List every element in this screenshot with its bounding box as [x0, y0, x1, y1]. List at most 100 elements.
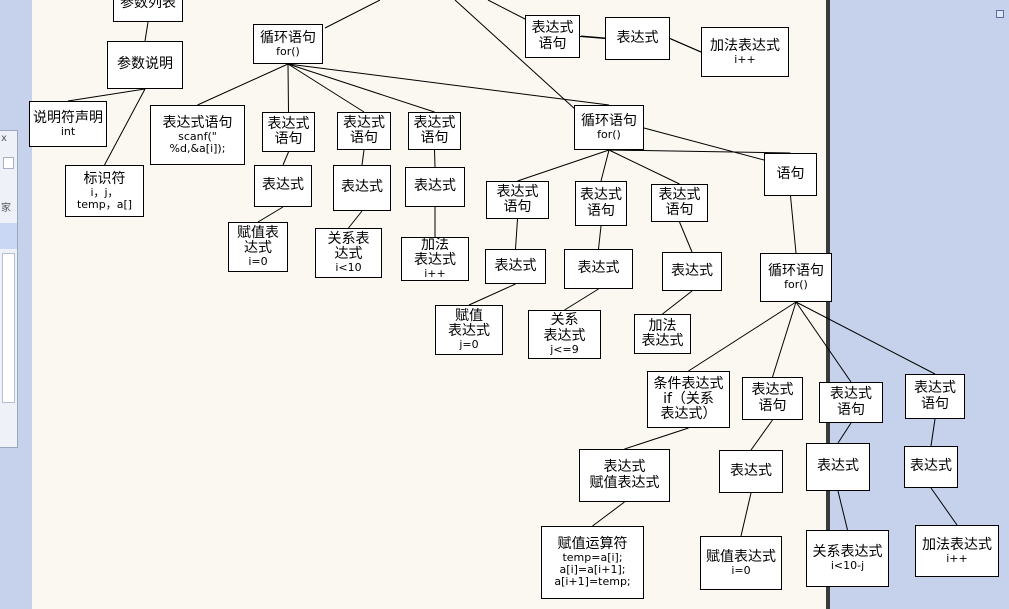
node-l3-x2[interactable]: 表达式 [806, 443, 870, 491]
node-label-line: 表达式 [751, 382, 794, 399]
node-l2-e1[interactable]: 表达式语句 [486, 181, 549, 219]
tree-edge [324, 0, 381, 29]
node-label-line: int [60, 124, 76, 138]
node-param-desc[interactable]: 参数说明 [107, 41, 183, 89]
node-label-line: 语句 [538, 35, 567, 52]
node-label-line: 语句 [665, 202, 694, 218]
panel-scrollbar[interactable] [2, 253, 15, 403]
node-l2-x3[interactable]: 表达式 [662, 252, 722, 291]
node-cond-x[interactable]: 表达式赋值表达式 [579, 449, 670, 502]
panel-button[interactable] [3, 157, 14, 169]
node-label-line: 表达式 [341, 179, 383, 196]
tree-edge [679, 221, 693, 253]
node-l1-x3[interactable]: 表达式 [405, 167, 465, 207]
node-label-line: 表达式 [543, 327, 586, 344]
node-l3-x1[interactable]: 表达式 [719, 450, 783, 493]
node-label-line: 表达式 [641, 333, 684, 349]
node-l2-stmt[interactable]: 语句 [764, 153, 817, 196]
side-panel: x 家 [0, 130, 18, 448]
node-l3-x3[interactable]: 表达式 [904, 446, 958, 488]
node-l2-e3[interactable]: 表达式语句 [651, 184, 708, 222]
node-l1-x1[interactable]: 表达式 [254, 165, 312, 207]
node-label-line: 表达式语句 [162, 114, 233, 131]
panel-selected-item[interactable] [0, 223, 17, 249]
node-label-line: 表达式 [531, 20, 574, 37]
node-label-line: i++ [424, 267, 446, 281]
node-l1-e1[interactable]: 表达式语句 [262, 112, 315, 152]
node-l3-e3[interactable]: 表达式语句 [905, 374, 965, 419]
diagram-canvas [32, 0, 826, 609]
node-label-line: 语句 [420, 130, 449, 146]
node-label-line: 赋值表达式 [706, 548, 776, 565]
tree-edge [795, 301, 936, 375]
tree-edge [434, 149, 436, 168]
node-label-line: 表达式 [830, 386, 872, 403]
tree-edge [600, 149, 610, 182]
node-label-line: 表达式） [660, 406, 717, 423]
node-l1-x2[interactable]: 表达式 [333, 165, 391, 211]
panel-glyph: x [1, 133, 7, 144]
tree-edge [662, 290, 693, 315]
window-marker [996, 10, 1004, 18]
node-l3-e1[interactable]: 表达式语句 [742, 377, 803, 420]
node-top-e[interactable]: 表达式语句 [525, 15, 580, 58]
node-l2-add[interactable]: 加法表达式 [634, 314, 691, 354]
node-label-line: 关系表达式 [812, 544, 883, 560]
node-l2-x2[interactable]: 表达式 [564, 249, 633, 289]
node-label-line: j=0 [459, 338, 479, 352]
tree-edge [688, 301, 797, 372]
node-label-line: 表达式 [730, 462, 772, 479]
node-label-line: 赋值 [455, 307, 483, 324]
node-label-line: 循环语句 [768, 263, 824, 279]
node-label-line: 表达式 [910, 458, 952, 475]
node-label-line: 表达式 [494, 257, 537, 274]
tree-edge [361, 149, 365, 166]
node-label-line: 表达式 [262, 177, 304, 194]
node-label-line: 条件表达式 [653, 375, 724, 392]
node-l2-e2[interactable]: 表达式语句 [575, 181, 627, 226]
tree-edge [287, 63, 610, 106]
tree-edge [454, 0, 577, 111]
canvas-border [826, 0, 830, 609]
node-l2-x1[interactable]: 表达式 [485, 249, 546, 284]
tree-edge [282, 151, 289, 166]
node-label-line: 表达式 [603, 459, 646, 476]
node-label-line: i，j， [90, 185, 119, 199]
node-label-line: i<10 [335, 261, 362, 275]
node-top-partial[interactable]: 参数列表 [113, 0, 183, 22]
tree-edge [598, 225, 602, 250]
node-label-line: 关系 [550, 312, 579, 329]
tree-edge [790, 195, 797, 254]
node-l3-e2[interactable]: 表达式语句 [819, 382, 883, 423]
node-top-x[interactable]: 表达式 [605, 17, 670, 60]
tree-edge [564, 288, 599, 311]
node-label-line: 表达式 [914, 380, 956, 397]
node-label-line: 表达式 [817, 458, 859, 475]
node-label-line: 语句 [587, 202, 615, 219]
tree-edge [772, 301, 797, 378]
tree-edge [795, 301, 852, 383]
tree-edge [287, 63, 289, 113]
node-label-line: for() [276, 44, 300, 58]
node-l1-e3[interactable]: 表达式语句 [408, 112, 461, 150]
node-l1-e2[interactable]: 表达式语句 [337, 112, 391, 150]
tree-edge [144, 21, 149, 42]
node-label-line: i=0 [731, 563, 751, 577]
